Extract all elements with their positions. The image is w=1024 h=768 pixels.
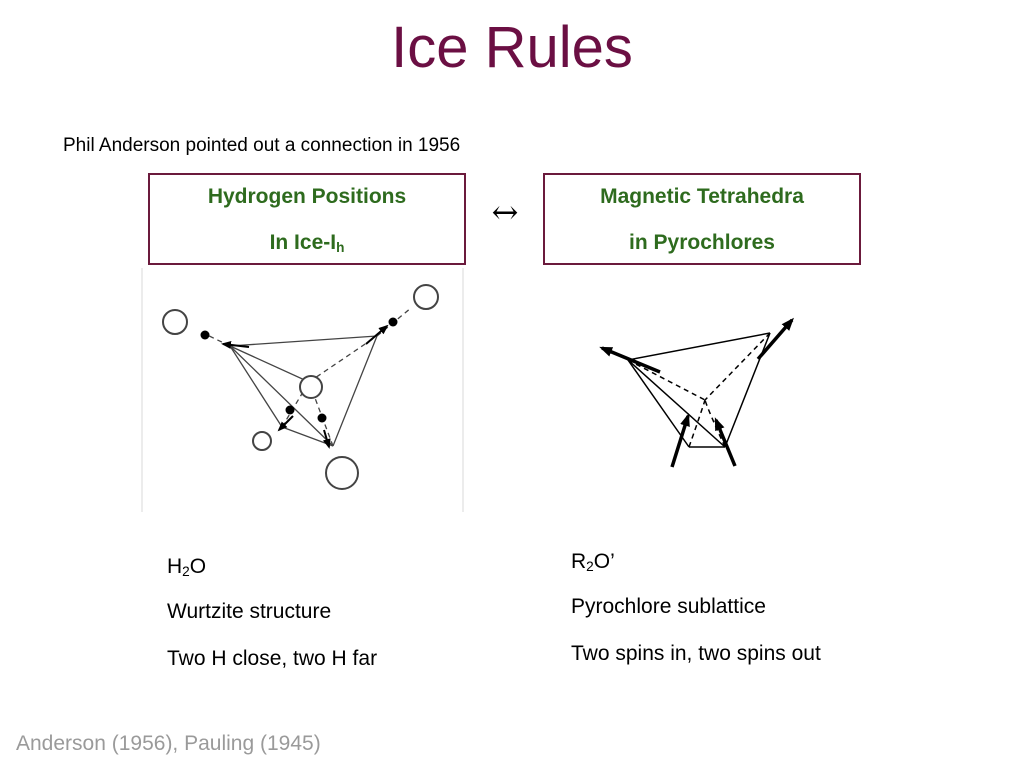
pyrochlore-formula-subscript: 2 [586,559,594,574]
pyrochlore-caption: R2O’ Pyrochlore sublattice Two spins in,… [571,550,821,666]
pyrochlore-formula-r: R [571,550,587,573]
two-spins-rule-text: Two spins in, two spins out [571,642,821,665]
spin-arrow-out-left [599,346,661,374]
wurtzite-structure-text: Wurtzite structure [167,600,332,623]
tetrahedron-edges [229,335,378,447]
spin-arrow-in-right [714,417,737,467]
left-right-arrow-icon: ↔ [491,193,519,231]
pyrochlore-hidden-edges [627,332,771,448]
hydrogen-arrow-low [277,415,294,432]
two-h-rule-text: Two H close, two H far [167,647,378,670]
water-formula-subscript: 2 [182,564,190,579]
magnetic-tetrahedra-box: Magnetic Tetrahedra in Pyrochlores [543,173,861,265]
pyrochlore-sublattice-text: Pyrochlore sublattice [571,595,766,618]
hydrogen-arrow-left [221,340,250,349]
water-caption: H2O Wurtzite structure Two H close, two … [167,555,377,671]
hydrogen-positions-heading: Hydrogen Positions [207,185,407,208]
ice-ih-heading: In Ice-Ih [150,231,464,255]
water-formula-o: O [189,555,207,578]
pyrochlore-formula: R2O’ [571,550,821,574]
hydrogen-positions-box: Hydrogen Positions In Ice-Ih [148,173,466,265]
hydrogen-arrow-bottom [322,429,331,449]
pyrochlore-formula-o: O’ [593,550,615,573]
hydrogen-arrow-right [365,324,389,345]
spin-arrow-out-right [756,317,794,361]
pyrochlore-tetrahedron-diagram [599,317,794,468]
spin-arrows [599,317,794,468]
spin-arrow-in-left [670,413,690,468]
water-formula-h: H [167,555,183,578]
ice-tetrahedron-diagram [141,268,464,512]
pyrochlore-edges [627,332,771,448]
oxygen-atoms [162,284,439,490]
hydrogen-atoms [200,317,398,423]
slide-title: Ice Rules [391,15,633,80]
ice-ih-main: In Ice-I [269,231,337,254]
pyrochlores-heading: in Pyrochlores [629,231,775,254]
intro-text: Phil Anderson pointed out a connection i… [63,135,461,156]
water-formula: H2O [167,555,377,579]
citation-text: Anderson (1956), Pauling (1945) [16,732,321,755]
ice-ih-subscript: h [336,240,345,255]
magnetic-tetrahedra-heading: Magnetic Tetrahedra [600,185,804,208]
